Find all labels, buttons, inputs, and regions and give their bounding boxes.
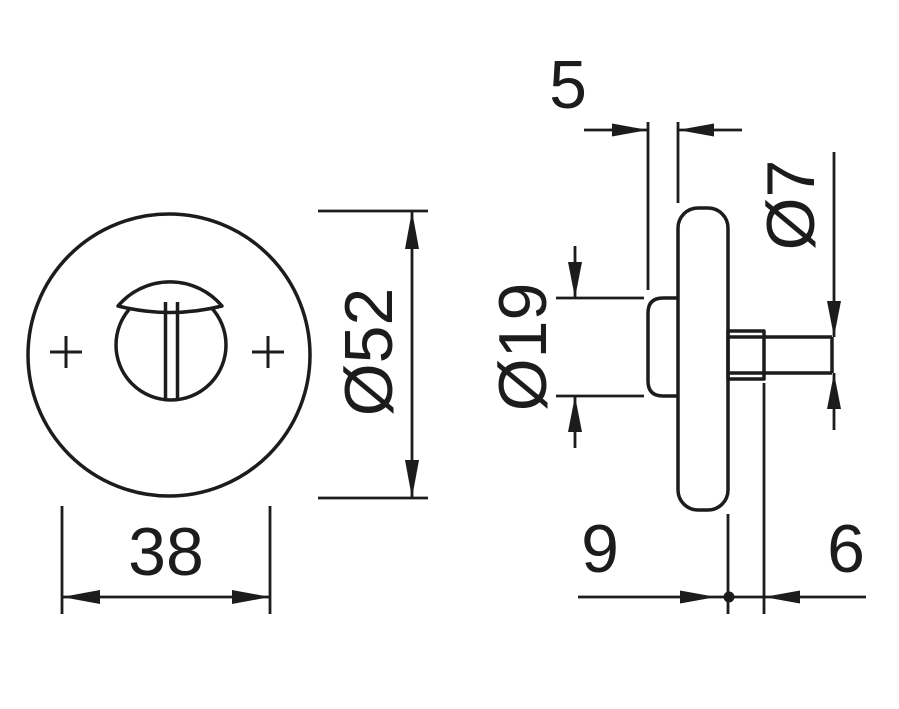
- dimension-rose-thickness: 5: [549, 47, 742, 290]
- arrowhead-right: [612, 123, 648, 137]
- dimension-knob-diameter: Ø19: [485, 246, 644, 448]
- arrowhead-up: [827, 373, 841, 409]
- dimension-outer-diameter: Ø52: [318, 209, 428, 500]
- arrowhead-left: [62, 590, 100, 604]
- arrowhead-down: [568, 262, 582, 298]
- dimension-screw-spacing: 38: [60, 506, 272, 614]
- side-view: 5 Ø19 Ø7 9 6: [485, 47, 866, 614]
- dim-label-knob-diameter: Ø19: [485, 283, 561, 412]
- dim-label-spindle-diameter: Ø7: [753, 160, 829, 251]
- dimension-depths: 9 6: [578, 383, 866, 614]
- arrowhead-down: [827, 301, 841, 337]
- thumbturn-grip-top: [116, 280, 224, 315]
- thumbturn-knob-profile: [646, 296, 678, 398]
- front-view: Ø52 38: [26, 209, 428, 614]
- screw-mark-left: [50, 336, 82, 368]
- dimension-spindle-diameter: Ø7: [753, 152, 841, 430]
- arrowhead-down: [405, 460, 419, 498]
- arrowhead-left: [764, 590, 800, 604]
- dim-label-depth-front: 9: [581, 511, 619, 587]
- rosette-profile: [676, 206, 730, 512]
- arrowhead-right: [680, 590, 716, 604]
- spindle-hub: [726, 329, 766, 381]
- arrowhead-right: [232, 590, 270, 604]
- dim-label-outer-diameter: Ø52: [331, 288, 407, 417]
- dim-label-screw-spacing: 38: [128, 514, 204, 590]
- arrowhead-up: [568, 396, 582, 432]
- rosette-outline: [26, 212, 312, 498]
- arrowhead-left: [678, 123, 714, 137]
- arrowhead-up: [405, 211, 419, 249]
- dim-label-depth-back: 6: [827, 511, 865, 587]
- dim-label-rose-thickness: 5: [549, 47, 587, 123]
- screw-mark-right: [252, 336, 284, 368]
- dimension-dot: [723, 591, 735, 603]
